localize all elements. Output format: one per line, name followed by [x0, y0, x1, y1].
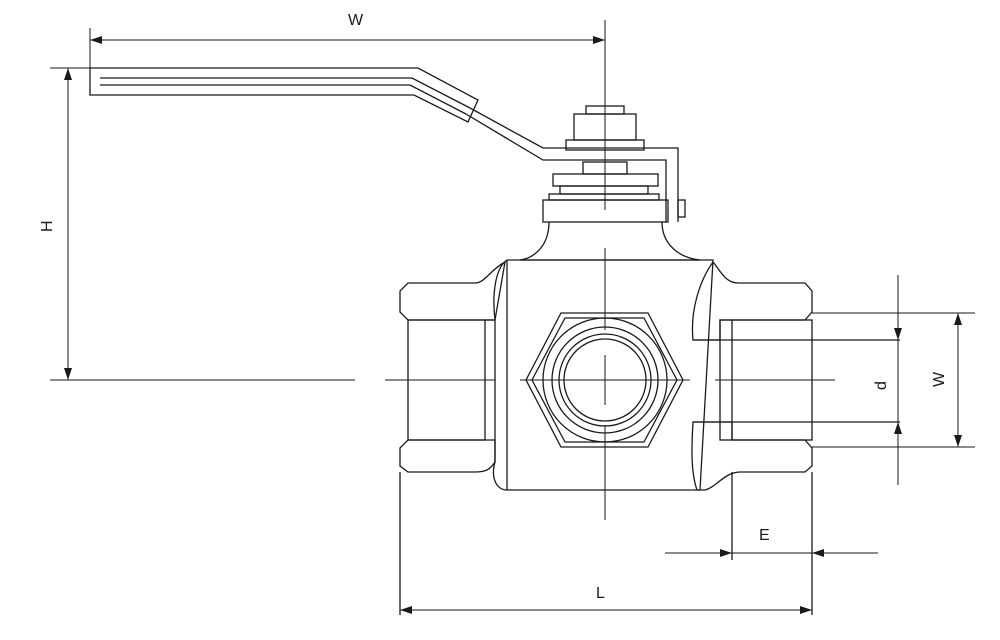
dim-label-e: E: [759, 527, 770, 544]
centerlines: [50, 20, 975, 520]
dim-label-h: H: [39, 220, 56, 232]
dimension-lines: [64, 36, 962, 614]
handle: [89, 67, 686, 222]
dim-label-l: L: [596, 585, 605, 602]
dim-label-handle-w: W: [348, 12, 364, 29]
dim-label-d: d: [873, 381, 890, 390]
dim-label-port-w: W: [931, 371, 948, 387]
valve-body: [399, 221, 900, 615]
